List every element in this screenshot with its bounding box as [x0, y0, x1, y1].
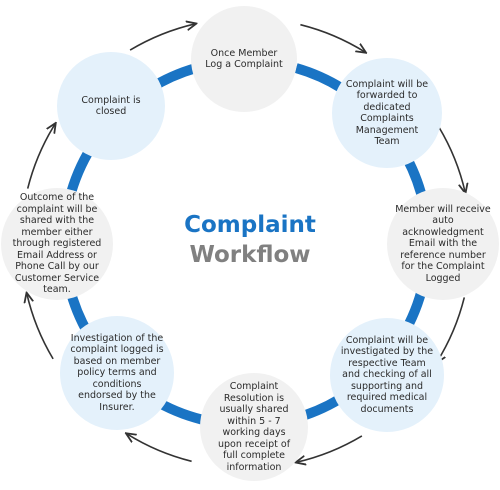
flow-arrow-2	[438, 126, 465, 192]
step-8-node: Complaint is closed	[57, 52, 165, 160]
step-4-node: Complaint will be investigated by the re…	[330, 318, 444, 432]
flow-arrow-7	[26, 124, 56, 189]
step-3-node: Member will receive auto acknowledgment …	[387, 188, 499, 300]
step-8-text: Complaint is closed	[81, 94, 141, 118]
step-3-text: Member will receive auto acknowledgment …	[395, 203, 491, 284]
step-5-text: Complaint Resolution is usually shared w…	[217, 381, 291, 473]
step-5-node: Complaint Resolution is usually shared w…	[200, 373, 308, 481]
step-2-text: Complaint will be forwarded to dedicated…	[345, 78, 429, 148]
step-4-text: Complaint will be investigated by the re…	[340, 334, 434, 415]
flow-arrow-8	[129, 24, 195, 51]
flow-arrow-1	[300, 23, 365, 53]
step-7-text: Outcome of the complaint will be shared …	[12, 192, 102, 296]
step-7-node: Outcome of the complaint will be shared …	[1, 188, 113, 300]
flow-arrows	[27, 24, 465, 462]
flow-arrow-3	[437, 297, 466, 362]
step-2-node: Complaint will be forwarded to dedicated…	[332, 58, 442, 168]
ring-segment-1	[294, 63, 346, 93]
step-6-node: Investigation of the complaint logged is…	[60, 316, 174, 430]
step-1-text: Once Member Log a Complaint	[205, 47, 283, 71]
title-workflow: Workflow	[189, 242, 311, 268]
step-1-node: Once Member Log a Complaint	[191, 6, 297, 112]
step-6-text: Investigation of the complaint logged is…	[70, 332, 164, 413]
flow-arrow-4	[297, 435, 363, 462]
flow-arrow-5	[127, 434, 192, 463]
flow-arrow-6	[27, 294, 54, 360]
title-complaint: Complaint	[184, 212, 316, 238]
